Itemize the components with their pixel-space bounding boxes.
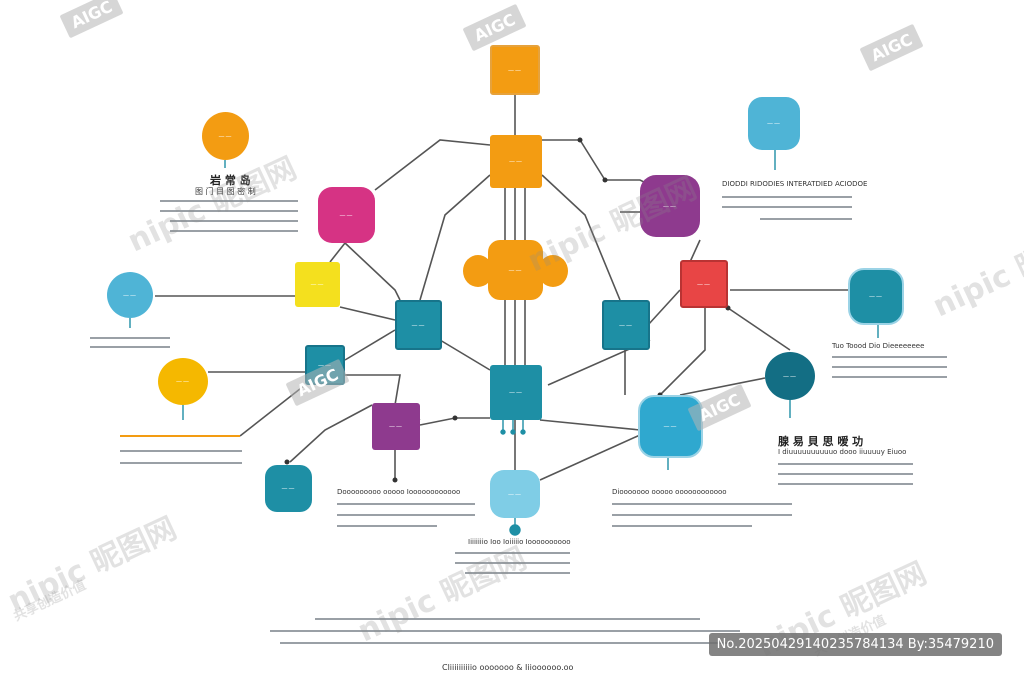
text-line	[315, 618, 700, 620]
node-upper-orange: ——	[490, 135, 542, 188]
text-line	[722, 196, 852, 198]
text-line	[170, 220, 298, 222]
text-line	[337, 503, 475, 505]
text-line	[170, 230, 298, 232]
node-center-orange-left-cap	[463, 255, 493, 287]
footer-caption: Cliiiiiiiiiio ooooooo & Iiioooooo.oo	[442, 663, 574, 672]
text-line	[465, 572, 570, 574]
node-lightblue-top-right: ——	[748, 97, 800, 150]
image-id-stamp: No.20250429140235784134 By:35479210	[708, 633, 1002, 656]
node-purple-left: ——	[372, 403, 420, 450]
text-line	[90, 337, 170, 339]
text-line	[160, 200, 298, 202]
edge-orange-to-teal-right	[541, 174, 621, 301]
text-line	[778, 483, 913, 485]
node-teal-far-right: ——	[848, 268, 904, 325]
text-line	[832, 376, 947, 378]
node-center-orange: ——	[488, 240, 543, 300]
node-teal-bottom-left: ——	[265, 465, 312, 512]
text-line	[120, 450, 242, 452]
node-yellow-left: ——	[158, 358, 208, 405]
bottom-left-caption: Dooooooooo ooooo Ioooooooooooo	[337, 488, 461, 496]
node-yellow: ——	[295, 262, 340, 307]
node-purple-right: ——	[640, 175, 700, 237]
right-top-caption: DIODDI RIDODIES INTERATDIED ACIODOE	[722, 180, 868, 188]
node-center-teal: ——	[490, 365, 542, 420]
node-red: ——	[680, 260, 728, 308]
bottom-right-caption: Diooooooo ooooo oooooooooooo	[612, 488, 727, 496]
node-top-orange: ——	[490, 45, 540, 95]
text-line	[120, 462, 242, 464]
left-heading: 岩 常 岛	[210, 174, 251, 187]
node-orange-top-left: ——	[202, 112, 249, 160]
node-teal-left-upper: ——	[395, 300, 442, 350]
text-line	[832, 356, 947, 358]
text-line	[270, 630, 740, 632]
text-line	[612, 514, 792, 516]
text-line	[455, 552, 570, 554]
text-line	[280, 642, 730, 644]
right-mid-caption: Tuo Toood Dio Dieeeeeeee	[832, 342, 925, 350]
text-line	[778, 473, 913, 475]
text-line	[778, 463, 913, 465]
text-line	[160, 210, 298, 212]
text-line	[90, 346, 170, 348]
node-darkteal-right: ——	[765, 352, 815, 400]
edge-orange-to-teal-left	[419, 174, 491, 301]
node-center-orange-right-cap	[538, 255, 568, 287]
text-line	[612, 503, 792, 505]
node-bottom-lightblue: ——	[490, 470, 540, 518]
node-teal-right: ——	[602, 300, 650, 350]
bottom-mid-caption: Iiiiiiiio Ioo Ioiiiiio Ioooooooooo	[468, 538, 571, 546]
text-line	[337, 525, 437, 527]
text-line	[760, 218, 852, 220]
right-subtitle: I diuuuuuuuuuuo dooo iiuuuuy Eiuoo	[778, 448, 907, 456]
text-line	[612, 525, 752, 527]
text-line	[455, 562, 570, 564]
text-line	[832, 366, 947, 368]
right-heading: 腺 易 貝 思 嗳 功	[778, 435, 864, 448]
node-lightblue-right: ——	[638, 395, 703, 458]
text-line	[722, 206, 852, 208]
text-line	[337, 514, 475, 516]
edge-orange-to-magenta	[374, 139, 491, 191]
node-lightblue-left: ——	[107, 272, 153, 318]
left-subtitle: 图 门 目 图 密 制	[195, 187, 256, 196]
node-magenta: ——	[318, 187, 375, 243]
